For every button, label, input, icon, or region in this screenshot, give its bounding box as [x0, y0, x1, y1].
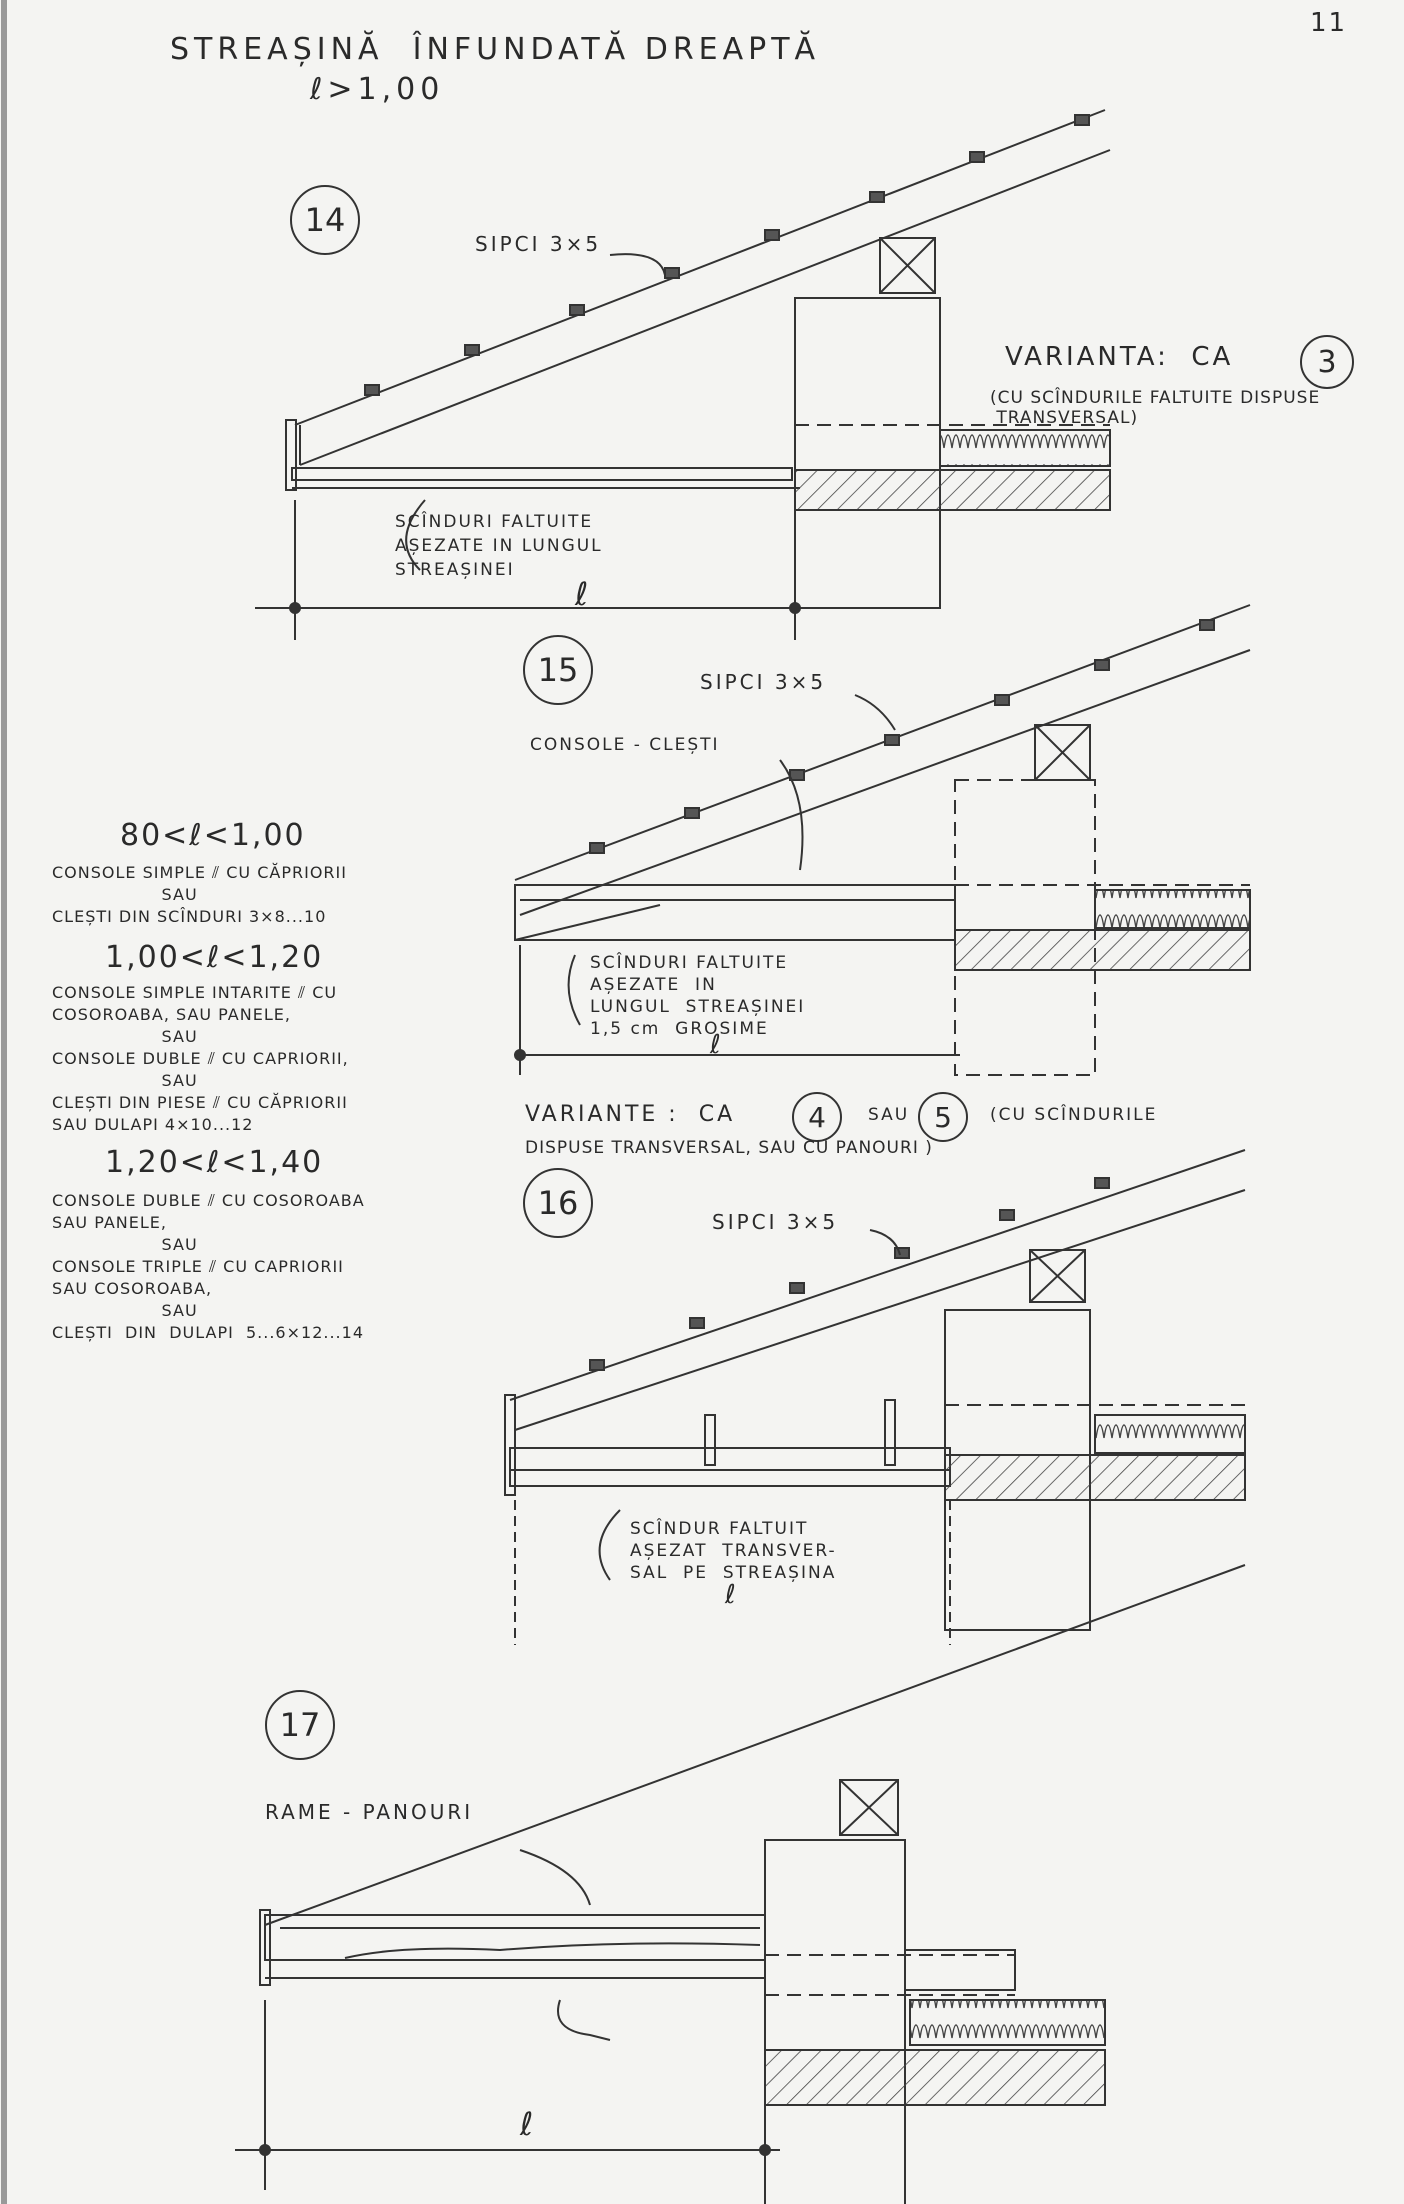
detail-17-drawing [235, 1564, 1246, 2204]
variant-14-note: (CU SCÎNDURILE FALTUITE DISPUSE TRANSVER… [990, 388, 1321, 428]
detail-16-lath-label: SIPCI 3×5 [712, 1210, 839, 1234]
detail-14-number: 14 [290, 185, 360, 255]
detail-15-number: 15 [523, 635, 593, 705]
detail-15-drawing [514, 604, 1251, 1076]
side-note-text-1: CONSOLE SIMPLE ⫽ CU CĂPRIORII SAU CLEȘTI… [52, 863, 347, 926]
side-note-range-2: 1,00<ℓ<1,20 [105, 940, 324, 975]
variant-15-note-2: DISPUSE TRANSVERSAL, SAU CU PANOURI ) [525, 1138, 933, 1158]
side-note-range-1: 80<ℓ<1,00 [120, 818, 306, 853]
page-number: 11 [1310, 8, 1348, 38]
detail-17-span-label: ℓ [520, 2105, 537, 2143]
variant-14-ref: 3 [1300, 335, 1354, 389]
detail-16-number: 16 [523, 1168, 593, 1238]
page-title: STREAȘINĂ ÎNFUNDATĂ DREAPTĂ [170, 32, 821, 67]
variant-15-note: (CU SCÎNDURILE [990, 1105, 1158, 1125]
side-note-text-2: CONSOLE SIMPLE INTARITE ⫽ CU COSOROABA, … [52, 983, 349, 1134]
side-note-text-3: CONSOLE DUBLE ⫽ CU COSOROABA SAU PANELE,… [52, 1191, 365, 1342]
detail-17-number: 17 [265, 1690, 335, 1760]
detail-14-lath-label: SIPCI 3×5 [475, 232, 602, 256]
detail-16-boards-label: SCÎNDUR FALTUIT AȘEZAT TRANSVER- SAL PE … [630, 1519, 837, 1583]
detail-17-panels-label: RAME - PANOURI [265, 1800, 474, 1824]
variant-15-label: VARIANTE : CA [525, 1102, 736, 1127]
detail-15-span-label: ℓ [710, 1030, 724, 1060]
detail-15-console-label: CONSOLE - CLEȘTI [530, 735, 720, 755]
variant-15-ref-a: 4 [792, 1092, 842, 1142]
side-note-range-3: 1,20<ℓ<1,40 [105, 1145, 324, 1180]
detail-14-drawing [255, 109, 1111, 640]
detail-15-boards-label: SCÎNDURI FALTUITE AȘEZATE IN LUNGUL STRE… [590, 953, 806, 1039]
variant-15-ref-b: 5 [918, 1092, 968, 1142]
detail-14-boards-label: SCÎNDURI FALTUITE AȘEZATE IN LUNGUL STRE… [395, 512, 603, 580]
detail-16-drawing [504, 1149, 1246, 1645]
page-title-condition: ℓ>1,00 [310, 72, 445, 107]
variant-15-sau: SAU [868, 1105, 910, 1125]
detail-14-span-label: ℓ [575, 575, 592, 613]
detail-15-lath-label: SIPCI 3×5 [700, 670, 827, 694]
detail-16-span-label: ℓ [725, 1580, 739, 1610]
variant-14-label: VARIANTA: CA [1005, 342, 1234, 372]
